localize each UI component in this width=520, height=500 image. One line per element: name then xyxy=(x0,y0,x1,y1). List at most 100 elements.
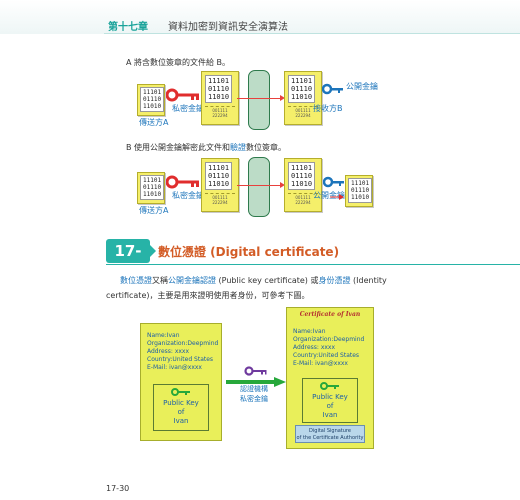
bincode-line: 11101 xyxy=(351,180,370,187)
issued-certificate: Certificate of Ivan Name:Ivan Organizati… xyxy=(286,307,374,449)
cert-info: Name:Ivan Organization:Deepmind Address:… xyxy=(293,328,365,368)
key-line: Public Key xyxy=(312,393,348,401)
decrypted-document: 11101 01110 11010 xyxy=(345,175,373,207)
signature-line: 222294 xyxy=(295,113,311,118)
key-line: Ivan xyxy=(173,417,189,425)
ca-private-key-label: 認證機構 私密金鑰 xyxy=(240,384,268,404)
sender-document: 11101 01110 11010 xyxy=(137,84,165,116)
signed-bincode: 11101 01110 11010 xyxy=(205,75,233,103)
bincode-line: 11010 xyxy=(291,180,313,188)
section-title: 數位憑證 (Digital certificate) xyxy=(158,245,340,259)
signature-block: 001111 222294 xyxy=(288,106,318,118)
bincode-line: 11010 xyxy=(351,194,370,201)
key-line: Ivan xyxy=(322,411,338,419)
signature-line: 222294 xyxy=(212,113,228,118)
signature-block: 001111 222294 xyxy=(288,193,318,205)
chapter-title: 資料加密到資訊安全演算法 xyxy=(168,22,288,33)
bincode-line: 11010 xyxy=(208,180,230,188)
key-line: Public Key xyxy=(163,399,199,407)
public-key-box: Public Key of Ivan xyxy=(302,378,358,423)
cert-line: Address: xxxx xyxy=(293,344,336,351)
sender-bincode: 11101 01110 11010 xyxy=(140,87,165,112)
header-divider xyxy=(104,33,520,34)
bincode-line: 11010 xyxy=(143,103,162,110)
signature-line: 001111 xyxy=(212,108,228,113)
cert-line: E-Mail: ivan@xxxx xyxy=(293,360,348,367)
page-header xyxy=(0,0,520,34)
private-key-label: 私密金鑰 xyxy=(172,104,204,113)
bincode-line: 01110 xyxy=(143,96,162,103)
private-key-label: 私密金鑰 xyxy=(172,191,204,200)
transfer-arrow xyxy=(237,185,281,186)
green-key-icon xyxy=(154,388,208,399)
cert-line: Organization:Deepmind xyxy=(293,336,365,343)
certificate-title: Certificate of Ivan xyxy=(299,311,361,318)
bincode-line: 01110 xyxy=(208,172,230,180)
sender-document: 11101 01110 11010 xyxy=(137,172,165,204)
ca-label-line: 私密金鑰 xyxy=(240,395,268,403)
sender-label: 傳送方A xyxy=(139,118,169,127)
cert-line: Country:United States xyxy=(147,356,214,363)
output-arrow xyxy=(330,185,344,204)
caption-text: B 使用公開金鑰解密此文件和 xyxy=(126,143,231,152)
signature-line: 222294 xyxy=(295,200,311,205)
caption-text: 數位簽章。 xyxy=(246,143,287,152)
caption-highlight: 驗證 xyxy=(230,143,247,152)
bincode-line: 11101 xyxy=(143,177,162,184)
received-bincode: 11101 01110 11010 xyxy=(288,162,316,190)
paragraph-line-2: certificate)，主要是用來證明使用者身份，可參考下圖。 xyxy=(106,291,310,300)
signed-bincode: 11101 01110 11010 xyxy=(205,162,233,190)
para-term: 身份憑證 xyxy=(318,276,351,285)
sender-bincode: 11101 01110 11010 xyxy=(140,175,165,200)
diagram-b-caption: B 使用公開金鑰解密此文件和驗證數位簽章。 xyxy=(126,142,286,153)
page-number: 17-30 xyxy=(106,484,130,493)
signature-line: 001111 xyxy=(295,108,311,113)
signature-block: 001111 222294 xyxy=(205,193,235,205)
bincode-line: 11101 xyxy=(208,164,230,172)
bincode-line: 11101 xyxy=(208,77,230,85)
signed-document: 11101 01110 11010 001111 222294 xyxy=(201,158,239,212)
signature-line: 222294 xyxy=(212,200,228,205)
cert-line: Country:United States xyxy=(293,352,360,359)
cert-line: Name:Ivan xyxy=(293,328,326,335)
public-key-icon xyxy=(322,173,345,192)
paragraph-line-1: 數位憑證又稱公開金鑰認證 (Public key certificate) 或身… xyxy=(106,273,406,288)
signature-line: 001111 xyxy=(295,195,311,200)
signed-document: 11101 01110 11010 001111 222294 xyxy=(201,71,239,125)
chapter-label: 第十七章 xyxy=(108,22,148,33)
sender-label: 傳送方A xyxy=(139,206,169,215)
transmission-channel xyxy=(248,70,270,130)
bincode-line: 11101 xyxy=(291,77,313,85)
public-key-icon xyxy=(321,80,344,99)
signature-block: 001111 222294 xyxy=(205,106,235,118)
cert-line: Organization:Deepmind xyxy=(147,340,219,347)
receiver-label: 接收方B xyxy=(313,104,343,113)
arrowhead-icon xyxy=(280,182,285,188)
para-text: (Identity xyxy=(350,276,387,285)
bincode-line: 11101 xyxy=(143,89,162,96)
bincode-line: 11010 xyxy=(208,93,230,101)
ca-key-icon xyxy=(244,361,268,380)
received-document: 11101 01110 11010 001111 222294 xyxy=(284,71,322,125)
received-document: 11101 01110 11010 001111 222294 xyxy=(284,158,322,212)
green-key-icon xyxy=(303,382,357,393)
received-bincode: 11101 01110 11010 xyxy=(288,75,316,103)
bincode-line: 01110 xyxy=(351,187,370,194)
decrypted-bincode: 11101 01110 11010 xyxy=(348,178,373,203)
section-number-badge: 17-10 xyxy=(106,239,156,284)
bincode-line: 01110 xyxy=(208,85,230,93)
para-text: (Public key certificate) 或 xyxy=(216,276,319,285)
certificate-request: Name:Ivan Organization:Deepmind Address:… xyxy=(140,323,222,441)
public-key-box: Public Key of Ivan xyxy=(153,384,209,431)
public-key-label: 公開金鑰 xyxy=(346,82,378,91)
diagram-a-caption: A 將含數位簽章的文件給 B。 xyxy=(126,58,231,67)
key-line: of xyxy=(177,408,185,416)
signing-arrow xyxy=(226,372,286,391)
signature-line: of the Certificate Authority xyxy=(296,435,364,441)
key-line: of xyxy=(326,402,334,410)
cert-line: Name:Ivan xyxy=(147,332,180,339)
section-divider xyxy=(106,264,520,265)
cert-info: Name:Ivan Organization:Deepmind Address:… xyxy=(147,332,219,372)
signature-line: 001111 xyxy=(212,195,228,200)
private-key-icon xyxy=(165,174,202,193)
